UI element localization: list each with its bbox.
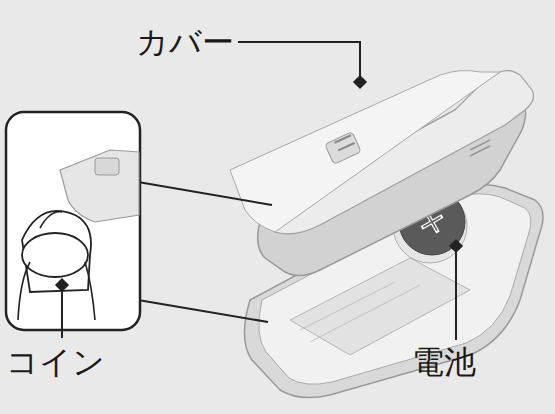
fob-cover (230, 71, 533, 276)
part-label: カバー (136, 26, 234, 58)
magnified-inset (6, 112, 272, 330)
leader-lines (62, 42, 456, 340)
part-label: 電池 (412, 346, 476, 378)
part-label: コイン (6, 346, 105, 378)
leader-dots (55, 75, 463, 292)
